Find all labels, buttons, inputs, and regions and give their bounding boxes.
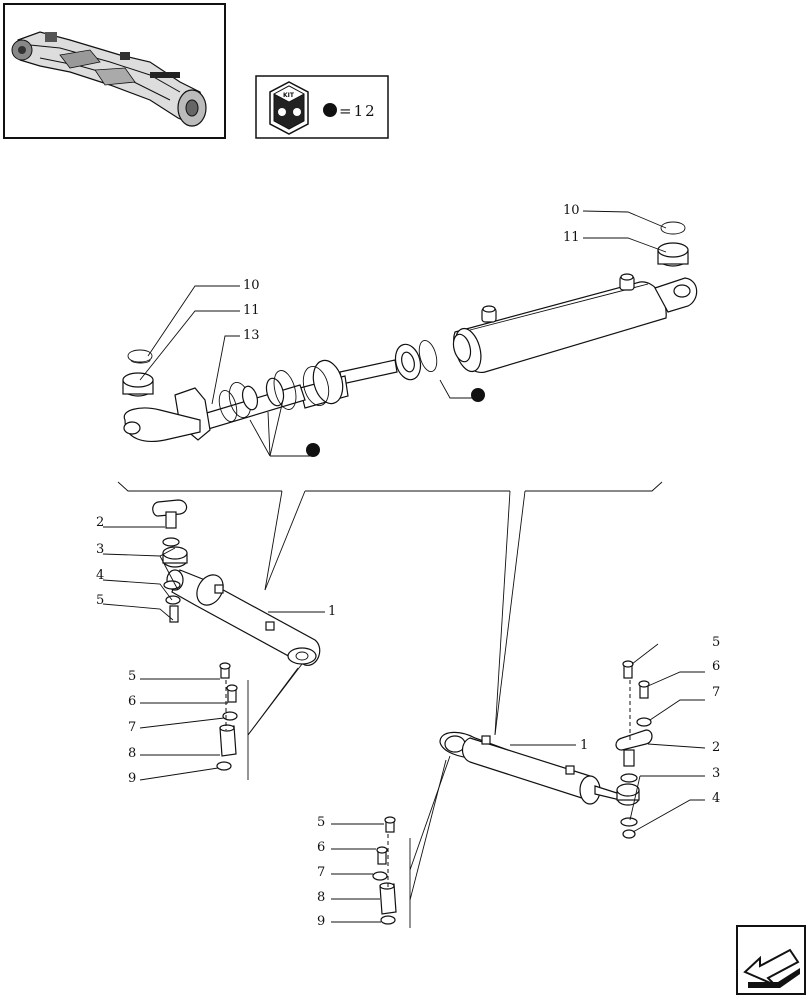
- callout-10: 10: [563, 203, 580, 218]
- callout-5: 5: [712, 635, 720, 650]
- arrow-nav-icon[interactable]: [736, 925, 806, 995]
- callout-2: 2: [96, 515, 104, 530]
- black-dot-icon: [471, 388, 485, 402]
- kit-equals-text: =12: [339, 102, 377, 120]
- callout-3: 3: [712, 766, 720, 781]
- callout-11: 11: [563, 230, 580, 245]
- callout-8: 8: [128, 746, 136, 761]
- callout-5: 5: [128, 669, 136, 684]
- callout-1: 1: [580, 738, 588, 753]
- callout-9: 9: [128, 771, 136, 786]
- kit-label: KIT: [283, 92, 295, 99]
- callout-8: 8: [317, 890, 325, 905]
- right-cylinder-assembly: 5 6 7 2 3 4 1: [439, 635, 720, 839]
- callout-7: 7: [712, 685, 720, 700]
- callout-3: 3: [96, 542, 104, 557]
- callout-6: 6: [712, 659, 720, 674]
- callout-13: 13: [243, 328, 260, 343]
- callout-7: 7: [317, 865, 325, 880]
- callout-5: 5: [317, 815, 325, 830]
- kit-legend-box: KIT =12: [255, 75, 389, 139]
- black-dot-icon: [323, 103, 337, 117]
- callout-9: 9: [317, 914, 325, 929]
- axle-thumbnail-icon[interactable]: [3, 3, 226, 139]
- callout-4: 4: [96, 568, 104, 583]
- left-cylinder-assembly: 2 3 4 5 1: [96, 499, 336, 666]
- callout-1: 1: [328, 604, 336, 619]
- black-dot-icon: [306, 443, 320, 457]
- callout-10: 10: [243, 278, 260, 293]
- callout-4: 4: [712, 791, 720, 806]
- right-lower-parts: 5 6 7 8 9: [317, 755, 451, 929]
- kit-cube-icon: KIT: [269, 81, 309, 135]
- callout-6: 6: [317, 840, 325, 855]
- callout-7: 7: [128, 720, 136, 735]
- exploded-cylinder-assembly: 10 11 10 11 13: [122, 203, 698, 457]
- callout-11: 11: [243, 303, 260, 318]
- left-lower-parts: 5 6 7 8 9: [128, 662, 303, 786]
- callout-6: 6: [128, 694, 136, 709]
- callout-2: 2: [712, 740, 720, 755]
- callout-5: 5: [96, 593, 104, 608]
